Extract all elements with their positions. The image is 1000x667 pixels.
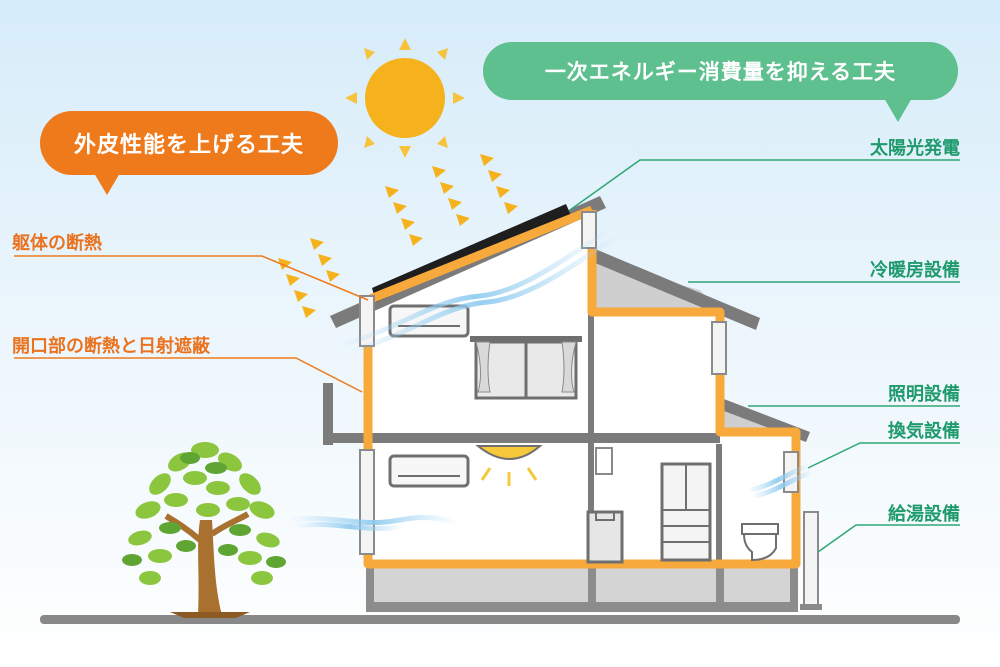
toilet-icon: [741, 523, 779, 562]
label-water-heating: 給湯設備: [888, 504, 960, 525]
label-body-insulation: 躯体の断熱: [12, 233, 102, 254]
label-heating-cooling: 冷暖房設備: [870, 260, 960, 281]
label-ventilation: 換気設備: [888, 421, 960, 442]
window-icon: [470, 336, 582, 400]
ground-line: [40, 615, 960, 624]
exterior-leader-lines: [14, 255, 369, 393]
ceiling-light-icon: [475, 445, 543, 486]
energy-saving-heading: 一次エネルギー消費量を抑える工夫: [483, 42, 958, 122]
exterior-performance-heading: 外皮性能を上げる工夫: [40, 111, 338, 195]
sunlight-arrows: [278, 154, 518, 318]
label-solar-power: 太陽光発電: [870, 138, 960, 159]
label-opening-insulation: 開口部の断熱と日射遮蔽: [12, 336, 210, 357]
kitchen-counter: [586, 510, 624, 564]
sun-icon: [345, 38, 465, 158]
wall-switch: [595, 447, 613, 475]
energy-leader-lines: [569, 159, 960, 553]
airflow: [287, 225, 815, 531]
air-conditioner-icon-2: [388, 454, 470, 488]
tree-icon: [122, 442, 286, 618]
refrigerator-icon: [660, 462, 712, 562]
label-lighting: 照明設備: [888, 384, 960, 405]
water-heater-icon: [800, 511, 822, 610]
insulation-wall: [363, 205, 801, 569]
